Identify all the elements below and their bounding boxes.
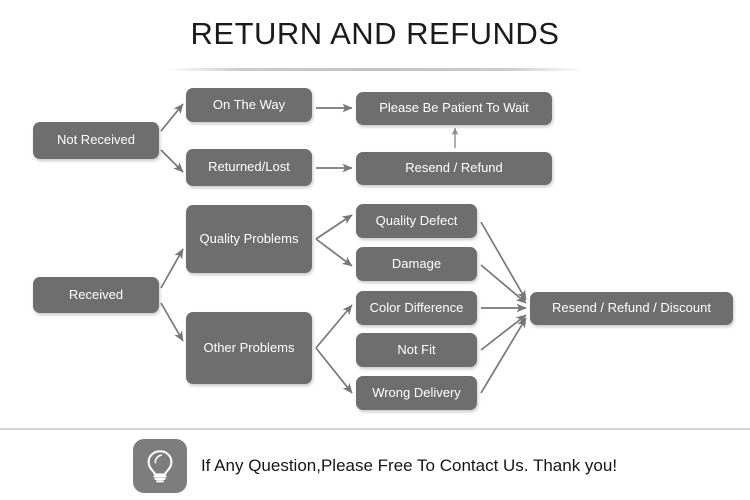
flow-node-label: Damage bbox=[391, 255, 442, 271]
flow-node-label: Received bbox=[68, 286, 124, 302]
flow-node-label: Please Be Patient To Wait bbox=[379, 100, 529, 116]
flow-node-label: Resend / Refund bbox=[405, 160, 503, 176]
flow-node-label: Other Problems bbox=[203, 339, 295, 355]
flow-node-label: Quality Problems bbox=[199, 230, 299, 246]
flow-edge-other-problems-to-wrong-delivery bbox=[315, 347, 353, 394]
flow-node-color-difference: Color Difference bbox=[356, 291, 477, 325]
lightbulb-icon bbox=[132, 439, 187, 493]
flow-node-label: Wrong Delivery bbox=[372, 384, 461, 400]
flow-edge-received-to-other-problems bbox=[160, 302, 184, 342]
flow-node-quality-defect: Quality Defect bbox=[356, 204, 477, 238]
flow-node-received: Received bbox=[33, 277, 159, 313]
flow-node-quality-problems: Quality Problems bbox=[186, 205, 312, 273]
flow-edge-quality-defect-to-resend-refund-discount bbox=[480, 221, 527, 301]
flow-edge-received-to-quality-problems bbox=[160, 248, 184, 289]
flow-node-resend-refund: Resend / Refund bbox=[356, 152, 552, 185]
flow-edge-not-fit-to-resend-refund-discount bbox=[480, 314, 527, 351]
flow-node-not-received: Not Received bbox=[33, 122, 159, 159]
flow-node-wrong-delivery: Wrong Delivery bbox=[356, 376, 477, 410]
footer: If Any Question,Please Free To Contact U… bbox=[0, 436, 750, 496]
footer-divider bbox=[0, 428, 750, 430]
flow-node-returned-lost: Returned/Lost bbox=[186, 149, 312, 186]
footer-message: If Any Question,Please Free To Contact U… bbox=[200, 456, 618, 475]
flow-node-label: Color Difference bbox=[369, 299, 464, 315]
flow-node-not-fit: Not Fit bbox=[356, 333, 477, 367]
flow-node-please-be-patient: Please Be Patient To Wait bbox=[356, 92, 552, 125]
flow-edge-other-problems-to-color-difference bbox=[315, 304, 353, 349]
flow-edge-not-received-to-on-the-way bbox=[160, 103, 184, 132]
flow-node-label: Not Fit bbox=[397, 341, 436, 357]
flow-node-resend-refund-discount: Resend / Refund / Discount bbox=[530, 292, 733, 325]
flow-node-label: Quality Defect bbox=[375, 212, 458, 228]
flow-node-label: Not Received bbox=[56, 132, 136, 148]
flow-edge-damage-to-resend-refund-discount bbox=[480, 264, 527, 304]
flow-edge-not-received-to-returned-lost bbox=[160, 149, 184, 173]
flow-node-label: Returned/Lost bbox=[208, 159, 290, 175]
flow-node-label: On The Way bbox=[212, 96, 286, 112]
flow-node-label: Resend / Refund / Discount bbox=[552, 300, 711, 316]
flow-edge-quality-problems-to-damage bbox=[315, 238, 353, 267]
flow-node-other-problems: Other Problems bbox=[186, 312, 312, 384]
title-divider bbox=[165, 68, 585, 71]
flow-edge-quality-problems-to-quality-defect bbox=[315, 214, 353, 240]
flow-edge-wrong-delivery-to-resend-refund-discount bbox=[480, 317, 527, 394]
page-title: RETURN AND REFUNDS bbox=[190, 16, 560, 51]
flow-node-damage: Damage bbox=[356, 247, 477, 281]
flow-node-on-the-way: On The Way bbox=[186, 88, 312, 122]
